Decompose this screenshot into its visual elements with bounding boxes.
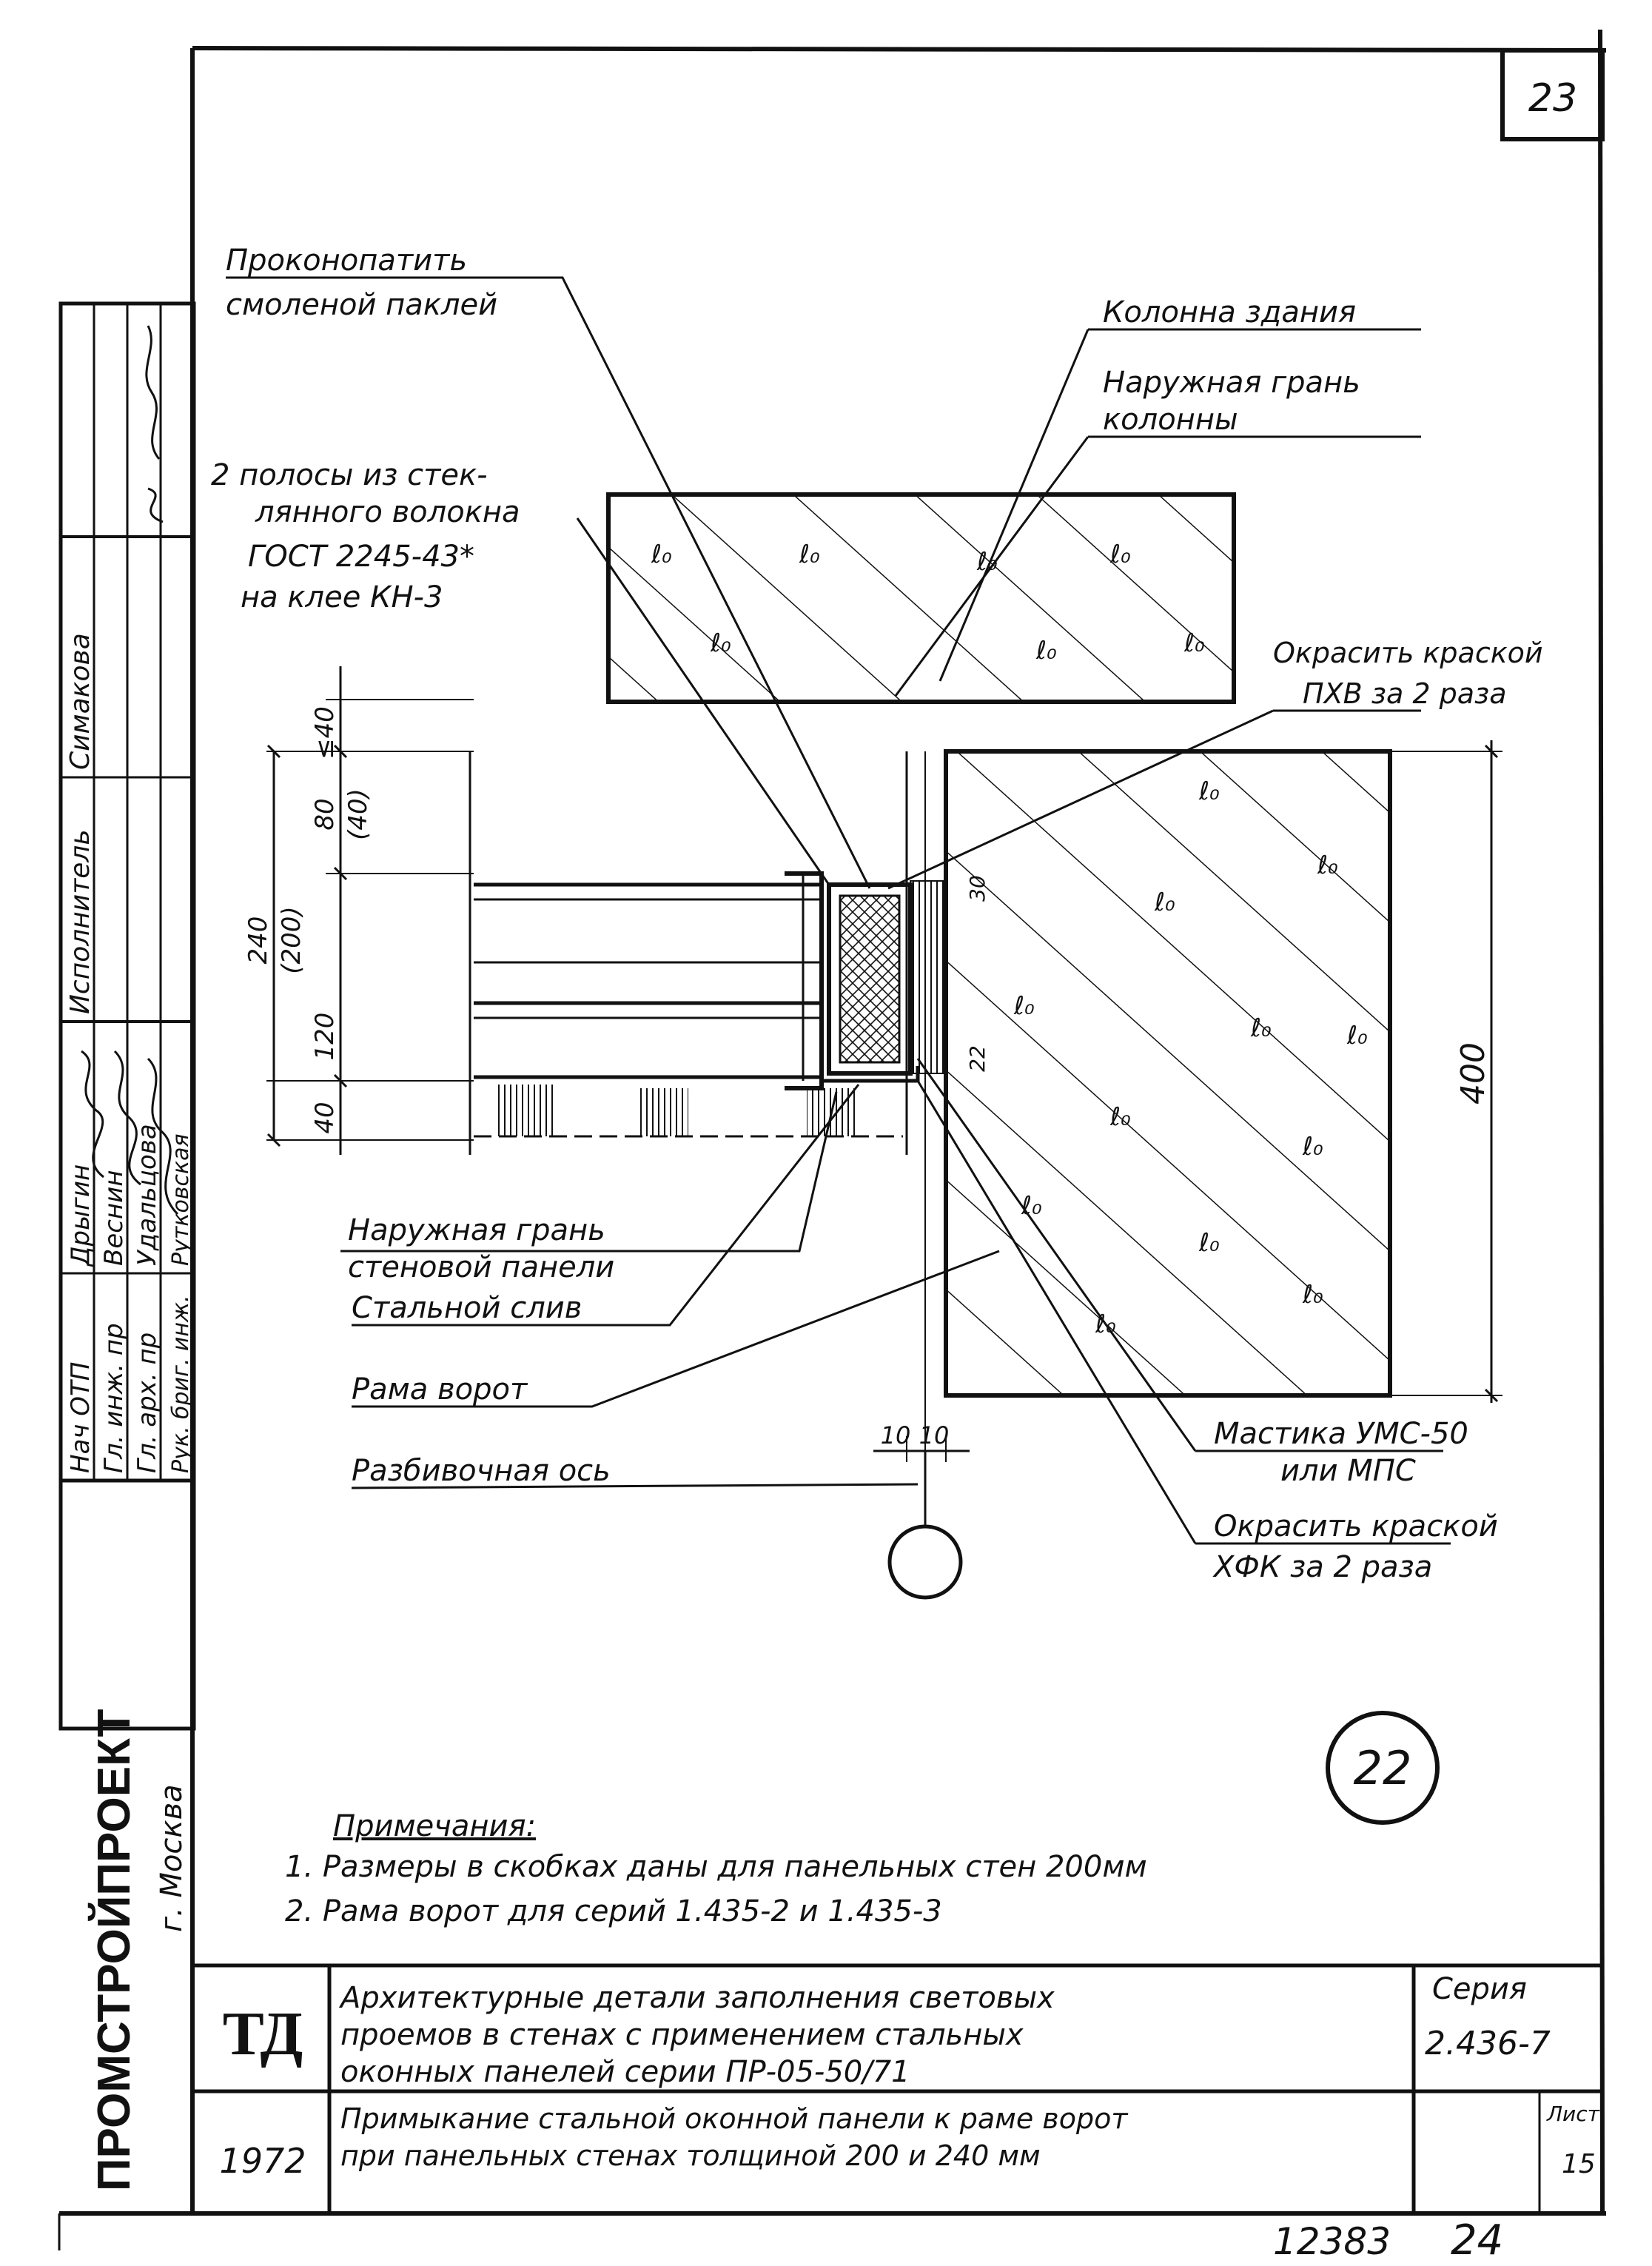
page-number: 23	[1528, 76, 1577, 121]
dim-upper-alt: (40)	[343, 788, 373, 840]
callout-fiberglass-4: на клее КН-3	[241, 580, 443, 614]
dim-top: ≤40	[310, 706, 340, 760]
svg-text:ℓ₀: ℓ₀	[1302, 1132, 1323, 1162]
sidebar-executor-name: Симакова	[65, 633, 95, 770]
dim-axis-left: 10	[881, 1421, 911, 1449]
callout-panel-face-1: Наружная грань	[348, 1213, 605, 1247]
callout-paint-khfk-1: Окрасить краской	[1214, 1509, 1498, 1543]
svg-text:ℓ₀: ℓ₀	[1317, 851, 1338, 880]
callout-paint-pkhv-1: Окрасить краской	[1273, 637, 1543, 669]
notes-heading: Примечания:	[333, 1809, 536, 1843]
svg-text:ℓ₀: ℓ₀	[1109, 1102, 1131, 1132]
svg-text:ℓ₀: ℓ₀	[1109, 540, 1131, 569]
title-stamp: ТД	[223, 1999, 303, 2068]
column-main-block: ℓ₀ ℓ₀ ℓ₀ ℓ₀ ℓ₀ ℓ₀ ℓ₀ ℓ₀ ℓ₀ ℓ₀ ℓ₀ ℓ₀	[944, 749, 1392, 1398]
dim-column-depth: 400	[1454, 1042, 1492, 1104]
svg-text:ℓ₀: ℓ₀	[1035, 636, 1057, 666]
dim-total-alt: (200)	[277, 906, 306, 973]
dim-upper-main: 80	[310, 798, 340, 830]
svg-text:ℓ₀: ℓ₀	[710, 628, 731, 658]
callout-grid-axis: Разбивочная ось	[352, 1454, 611, 1488]
axis-dimension	[873, 1436, 970, 1462]
callout-paint-pkhv-2: ПХВ за 2 раза	[1303, 677, 1506, 710]
callout-fiberglass-3: ГОСТ 2245-43*	[248, 540, 474, 574]
title-year: 1972	[219, 2141, 306, 2181]
svg-text:ℓ₀: ℓ₀	[1013, 991, 1035, 1021]
callout-paint-khfk-2: ХФК за 2 раза	[1212, 1550, 1432, 1584]
sidebar-stamp	[58, 301, 196, 1731]
title-line-1: Архитектурные детали заполнения световых	[338, 1981, 1055, 2015]
callout-column: Колонна здания	[1103, 295, 1356, 329]
svg-text:ℓ₀: ℓ₀	[651, 540, 672, 569]
column-top-block: ℓ₀ ℓ₀ ℓ₀ ℓ₀ ℓ₀ ℓ₀ ℓ₀	[606, 492, 1236, 704]
svg-text:ℓ₀: ℓ₀	[1198, 777, 1220, 806]
sidebar-executor-label: Исполнитель	[65, 829, 95, 1014]
dim-total-main: 240	[244, 916, 273, 965]
dim-axis-right: 10	[919, 1421, 950, 1449]
dim-bottom: 40	[310, 1102, 340, 1133]
detail-number-bubble	[1326, 1711, 1440, 1825]
grid-axis-marker	[887, 1524, 963, 1600]
sheet-value: 15	[1562, 2149, 1596, 2179]
callout-steel-drip: Стальной слив	[352, 1291, 582, 1325]
sidebar-role-3: Рук. бриг. инж.	[168, 1295, 194, 1473]
svg-text:ℓ₀: ℓ₀	[1183, 628, 1205, 658]
callout-mastic-1: Мастика УМС-50	[1214, 1417, 1468, 1451]
callout-mastic-2: или МПС	[1280, 1454, 1416, 1488]
left-dimensions	[266, 666, 474, 1155]
svg-text:ℓ₀: ℓ₀	[1302, 1280, 1323, 1310]
series-value: 2.436-7	[1425, 2025, 1551, 2062]
sidebar-role-1: Гл. инж. пр	[99, 1323, 129, 1473]
dim-gap-upper: 30	[965, 875, 990, 902]
callout-caulk-2: смоленой паклей	[226, 288, 497, 322]
series-label: Серия	[1432, 1972, 1527, 2006]
svg-text:ℓ₀: ℓ₀	[799, 540, 820, 569]
dim-gap-lower: 22	[965, 1045, 990, 1072]
window-panel-section	[469, 751, 944, 1451]
svg-text:ℓ₀: ℓ₀	[1346, 1021, 1368, 1050]
sidebar-name-0: Дрыгин	[66, 1164, 95, 1267]
subtitle-line-1: Примыкание стальной оконной панели к рам…	[340, 2102, 1129, 2135]
subtitle-line-2: при панельных стенах толщиной 200 и 240 …	[340, 2139, 1041, 2172]
note-2: 2. Рама ворот для серий 1.435-2 и 1.435-…	[285, 1894, 942, 1928]
svg-text:ℓ₀: ℓ₀	[1154, 888, 1175, 917]
sidebar-name-1: Веснин	[99, 1170, 129, 1267]
callout-fiberglass-2: лянного волокна	[255, 495, 520, 529]
callout-caulk-1: Проконопатить	[226, 244, 467, 278]
sidebar-name-3: Рутковская	[168, 1133, 194, 1266]
right-dimension	[1390, 740, 1502, 1403]
sidebar-city: г. Москва	[155, 1784, 189, 1932]
svg-text:ℓ₀: ℓ₀	[1250, 1013, 1272, 1043]
title-block	[194, 1963, 1602, 2213]
sidebar-org: ПРОМСТРОЙПРОЕКТ	[88, 1709, 140, 2191]
callout-gate-frame: Рама ворот	[352, 1372, 528, 1407]
note-1: 1. Размеры в скобках даны для панельных …	[285, 1850, 1147, 1884]
svg-text:ℓ₀: ℓ₀	[1021, 1191, 1042, 1221]
callout-column-face-1: Наружная грань	[1103, 366, 1360, 400]
leader-lines	[226, 276, 1451, 1545]
title-line-2: проемов в стенах с применением стальных	[340, 2018, 1024, 2052]
title-line-3: оконных панелей серии ПР-05-50/71	[340, 2055, 910, 2089]
sheet-label: Лист	[1546, 2102, 1600, 2126]
callout-fiberglass-1: 2 полосы из стек-	[211, 458, 488, 492]
detail-number: 22	[1354, 1741, 1412, 1795]
archive-page: 24	[1451, 2216, 1503, 2265]
archive-number: 12383	[1273, 2220, 1391, 2263]
sidebar-name-2: Удальцова	[132, 1124, 162, 1266]
callout-panel-face-2: стеновой панели	[348, 1250, 614, 1284]
callout-column-face-2: колонны	[1103, 403, 1238, 437]
svg-text:ℓ₀: ℓ₀	[1198, 1228, 1220, 1258]
sidebar-role-0: Нач ОТП	[66, 1362, 95, 1473]
dim-lower-main: 120	[310, 1013, 340, 1061]
sidebar-role-2: Гл. арх. пр	[132, 1333, 162, 1473]
